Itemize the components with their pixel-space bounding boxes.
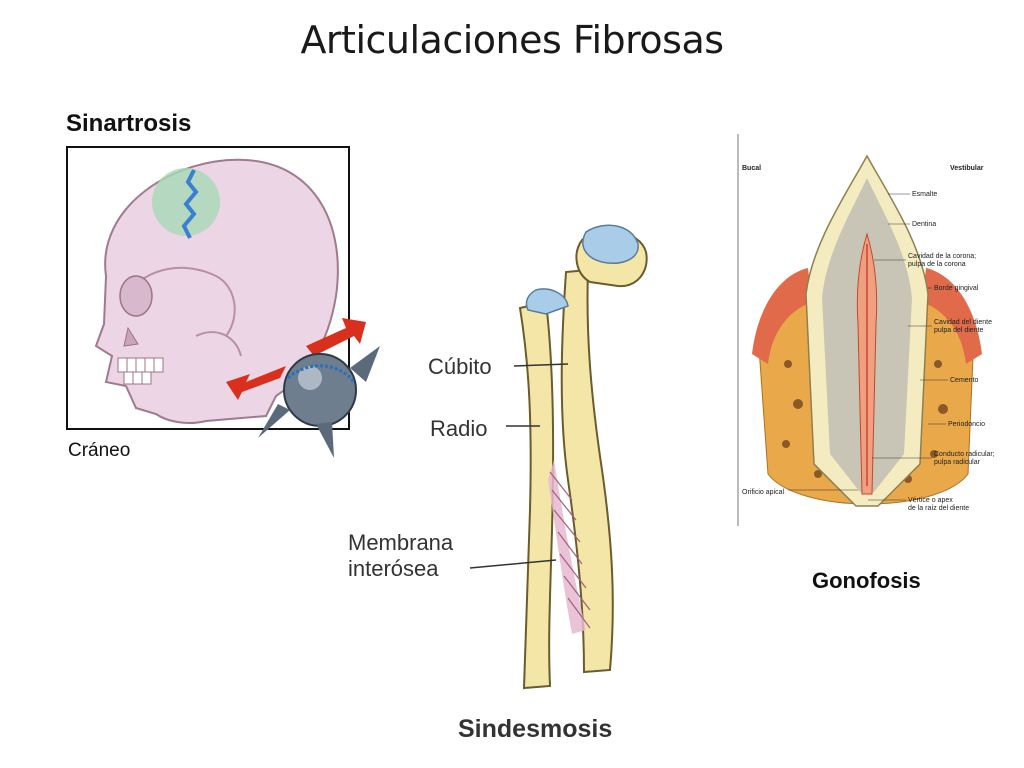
interosseous-membrane bbox=[548, 460, 586, 634]
cavidad-corona-label-1: Cavidad de la corona; bbox=[908, 253, 976, 260]
spiked-ball bbox=[258, 346, 380, 458]
cavidad-corona-label-2: pulpa de la corona bbox=[908, 261, 966, 268]
vertice-label-1: Vértice o apex bbox=[908, 497, 953, 504]
gonofosis-caption: Gonofosis bbox=[812, 568, 921, 593]
skull-illustration bbox=[94, 158, 380, 458]
dentina-label: Dentina bbox=[912, 221, 936, 228]
cubito-leader bbox=[513, 363, 569, 367]
gum-right bbox=[922, 268, 982, 364]
ulna-bone bbox=[560, 268, 614, 674]
cavidad-diente-label-2: pulpa del diente bbox=[934, 327, 984, 334]
slide-title: Articulaciones Fibrosas bbox=[300, 18, 724, 62]
radio-label: Radio bbox=[430, 416, 487, 441]
cavidad-diente-label-1: Cavidad del diente bbox=[934, 319, 992, 326]
bucal-label: Bucal bbox=[742, 165, 761, 172]
red-arrow-lower bbox=[226, 366, 286, 400]
cemento-label: Cemento bbox=[950, 377, 979, 384]
radius-bone bbox=[518, 300, 555, 690]
tooth-section-illustration: Bucal Vestibular Esmalte Dentina Cavidad… bbox=[737, 134, 996, 526]
gum-left bbox=[752, 268, 812, 364]
membrana-label-2: interósea bbox=[348, 556, 439, 581]
conducto-label-2: pulpa radicular bbox=[934, 459, 981, 466]
eye-socket bbox=[119, 275, 153, 317]
periodoncio-label: Periodoncio bbox=[948, 421, 985, 428]
conducto-label-1: Conducto radicular; bbox=[934, 451, 995, 458]
borde-gingival-label: Borde gingival bbox=[934, 285, 979, 292]
teeth bbox=[117, 357, 164, 385]
cubito-label: Cúbito bbox=[428, 354, 492, 379]
sindesmosis-caption: Sindesmosis bbox=[458, 715, 613, 743]
vertice-label-2: de la raíz del diente bbox=[908, 505, 969, 512]
forearm-illustration: Cúbito Radio Membrana interósea bbox=[348, 224, 648, 690]
coronal-suture bbox=[181, 169, 199, 239]
membrana-leader bbox=[469, 559, 557, 569]
craneo-caption: Cráneo bbox=[68, 440, 131, 461]
esmalte-label: Esmalte bbox=[912, 191, 937, 198]
membrana-label-1: Membrana bbox=[348, 530, 454, 555]
vestibular-label: Vestibular bbox=[950, 165, 984, 172]
red-arrow-upper bbox=[306, 318, 366, 356]
orificio-label: Orificio apical bbox=[742, 489, 784, 496]
sinartrosis-heading: Sinartrosis bbox=[66, 110, 192, 137]
